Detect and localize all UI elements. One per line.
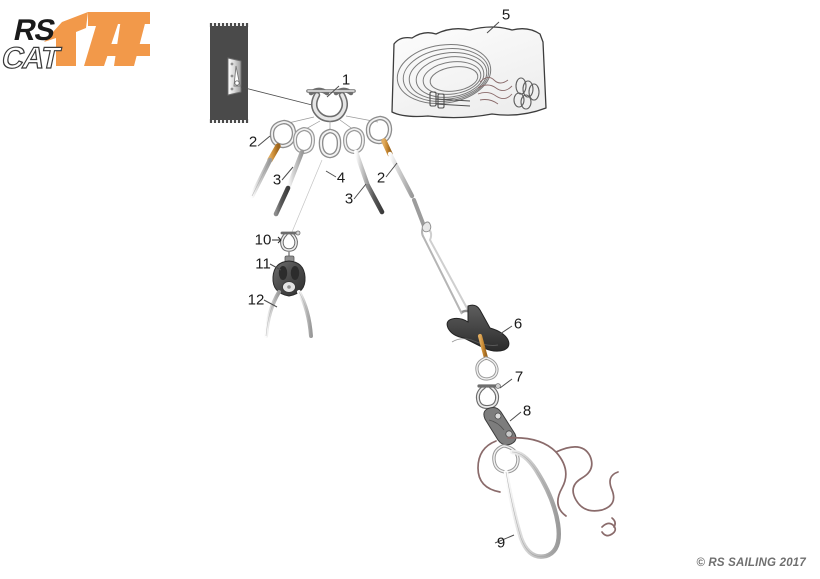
callout-8: 8 [522, 402, 532, 420]
svg-text:RS: RS [11, 14, 58, 47]
callout-11: 11 [255, 255, 271, 273]
callout-4: 4 [336, 169, 346, 187]
callout-3a: 3 [272, 171, 282, 189]
svg-text:CAT: CAT [0, 42, 64, 74]
copyright-notice: © RS SAILING 2017 [696, 557, 806, 569]
logo-number-14 [44, 12, 150, 66]
callout-9: 9 [496, 534, 506, 552]
callout-6: 6 [513, 315, 523, 333]
logo-text-cat: CAT [0, 42, 64, 74]
part-5-bagged-rope-coil [391, 21, 547, 119]
part-3-bridle-line-right [342, 126, 385, 215]
chainplate-fitting [227, 57, 242, 96]
callout-5: 5 [501, 6, 511, 24]
callout-2b: 2 [376, 169, 386, 187]
part-1-bow-shackle [283, 85, 379, 131]
part-2-bridle-wire-right [365, 115, 473, 315]
callout-2a: 2 [248, 133, 258, 151]
part-3-bridle-line-left [273, 126, 316, 217]
rs-cat-14-logo: RS CAT [0, 4, 180, 74]
callout-1: 1 [341, 71, 351, 89]
part-8-cam-cleat [477, 407, 619, 537]
part-7-shackle-lower [475, 378, 513, 410]
callout-10: 10 [254, 231, 272, 249]
part-12-block-tail-line [263, 290, 313, 338]
callout-3b: 3 [344, 190, 354, 208]
callout-7: 7 [514, 368, 524, 386]
part-10-shackle-block [272, 230, 301, 258]
part-2-bridle-wire-left [249, 119, 297, 199]
logo-text-rs: RS [11, 14, 58, 47]
part-9-rope-loop [492, 444, 561, 559]
logo-artwork: RS CAT [0, 12, 150, 74]
hull-panel-section [209, 23, 317, 123]
part-11-pulley-block [269, 255, 306, 297]
part-4-bridle-line-centre [291, 128, 342, 233]
callout-12: 12 [247, 291, 265, 309]
part-6-tiller-handle [446, 304, 513, 381]
